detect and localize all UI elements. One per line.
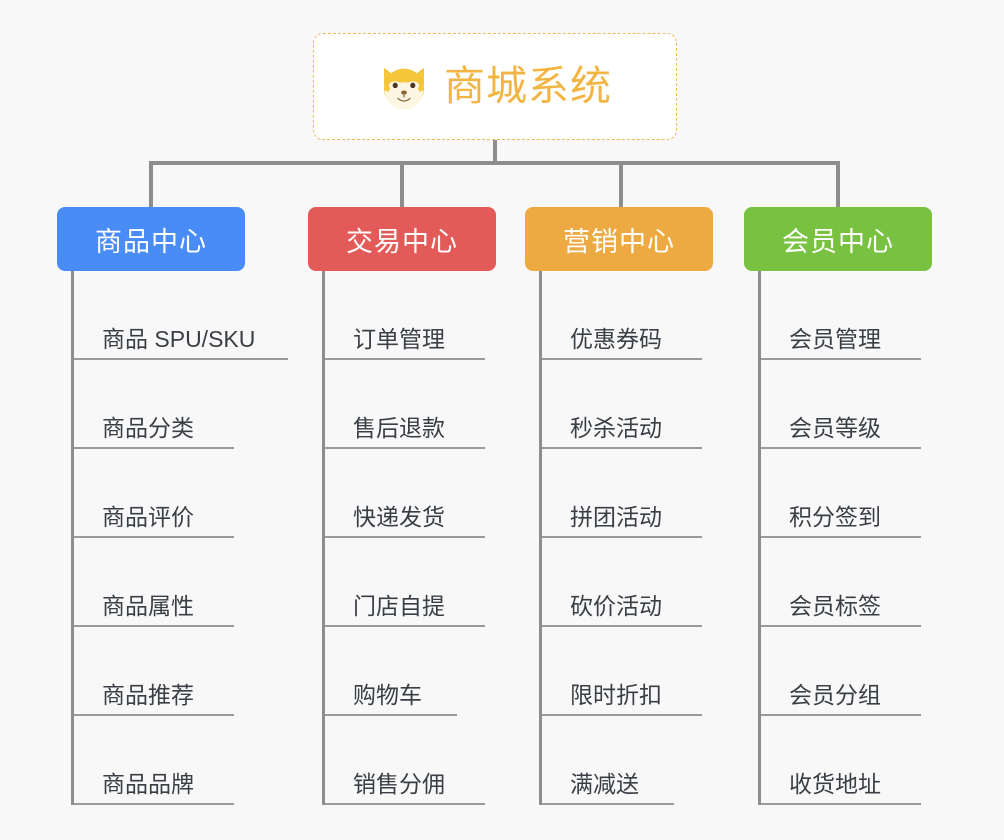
leaf-label: 商品分类 [102,414,194,441]
leaf-item[interactable]: 积分签到 [761,449,921,538]
leaf-label: 购物车 [353,681,422,708]
leaf-item[interactable]: 拼团活动 [542,449,702,538]
branch-header-label: 营销中心 [563,226,675,257]
leaf-list-4: 会员管理 会员等级 积分签到 会员标签 会员分组 收货地址 [758,271,965,805]
root-title: 商城系统 [444,63,612,109]
leaf-label: 会员等级 [789,414,881,441]
leaf-item[interactable]: 售后退款 [325,360,485,449]
leaf-label: 秒杀活动 [570,414,662,441]
shiba-dog-face-icon [384,67,424,109]
leaf-item[interactable]: 砍价活动 [542,538,702,627]
branch-column-4: 会员中心 会员管理 会员等级 积分签到 会员标签 会员分组 收货地址 [744,207,965,805]
leaf-item[interactable]: 商品评价 [74,449,234,538]
connector-horizontal-bus [151,161,839,165]
leaf-label: 会员分组 [789,681,881,708]
connector-drop-2 [400,161,404,209]
leaf-label: 商品 SPU/SKU [102,325,256,352]
leaf-item[interactable]: 销售分佣 [325,716,485,805]
leaf-list-3: 优惠券码 秒杀活动 拼团活动 砍价活动 限时折扣 满减送 [539,271,746,805]
leaf-item[interactable]: 会员标签 [761,538,921,627]
branch-header-label: 商品中心 [95,226,207,257]
root-node[interactable]: 商城系统 [313,33,677,140]
leaf-label: 售后退款 [353,414,445,441]
leaf-item[interactable]: 收货地址 [761,716,921,805]
leaf-item[interactable]: 门店自提 [325,538,485,627]
leaf-label: 订单管理 [353,325,445,352]
branch-header-3[interactable]: 营销中心 [525,207,713,271]
branch-column-3: 营销中心 优惠券码 秒杀活动 拼团活动 砍价活动 限时折扣 满减送 [525,207,746,805]
leaf-label: 砍价活动 [570,592,662,619]
connector-drop-3 [619,161,623,209]
leaf-label: 满减送 [570,770,639,797]
leaf-label: 销售分佣 [353,770,445,797]
leaf-item[interactable]: 会员管理 [761,271,921,360]
leaf-label: 商品品牌 [102,770,194,797]
branch-header-label: 交易中心 [346,226,458,257]
leaf-item[interactable]: 满减送 [542,716,674,805]
leaf-item[interactable]: 商品推荐 [74,627,234,716]
connector-drop-1 [149,161,153,209]
leaf-list-2: 订单管理 售后退款 快递发货 门店自提 购物车 销售分佣 [322,271,529,805]
leaf-item[interactable]: 秒杀活动 [542,360,702,449]
leaf-item[interactable]: 优惠券码 [542,271,702,360]
connector-root-stem [493,140,497,163]
leaf-label: 快递发货 [353,503,445,530]
branch-column-2: 交易中心 订单管理 售后退款 快递发货 门店自提 购物车 销售分佣 [308,207,529,805]
leaf-label: 会员标签 [789,592,881,619]
leaf-label: 商品推荐 [102,681,194,708]
leaf-item[interactable]: 购物车 [325,627,457,716]
leaf-item[interactable]: 商品 SPU/SKU [74,271,288,360]
leaf-item[interactable]: 快递发货 [325,449,485,538]
leaf-label: 商品属性 [102,592,194,619]
branch-header-4[interactable]: 会员中心 [744,207,932,271]
leaf-label: 优惠券码 [570,325,662,352]
branch-header-2[interactable]: 交易中心 [308,207,496,271]
leaf-item[interactable]: 商品分类 [74,360,234,449]
leaf-label: 会员管理 [789,325,881,352]
leaf-label: 拼团活动 [570,503,662,530]
leaf-list-1: 商品 SPU/SKU 商品分类 商品评价 商品属性 商品推荐 商品品牌 [71,271,288,805]
leaf-item[interactable]: 限时折扣 [542,627,702,716]
connector-drop-4 [836,161,840,209]
leaf-item[interactable]: 商品品牌 [74,716,234,805]
leaf-item[interactable]: 商品属性 [74,538,234,627]
leaf-label: 商品评价 [102,503,194,530]
leaf-label: 限时折扣 [570,681,662,708]
leaf-label: 收货地址 [789,770,881,797]
branch-header-1[interactable]: 商品中心 [57,207,245,271]
leaf-label: 积分签到 [789,503,881,530]
branch-column-1: 商品中心 商品 SPU/SKU 商品分类 商品评价 商品属性 商品推荐 商品品牌 [57,207,288,805]
leaf-label: 门店自提 [353,592,445,619]
leaf-item[interactable]: 会员分组 [761,627,921,716]
branch-header-label: 会员中心 [782,226,894,257]
leaf-item[interactable]: 订单管理 [325,271,485,360]
leaf-item[interactable]: 会员等级 [761,360,921,449]
